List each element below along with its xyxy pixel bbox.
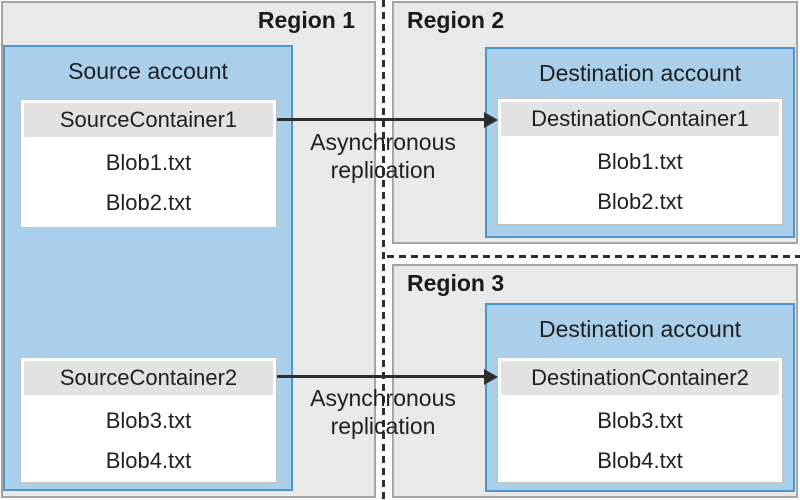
- source-container-2: SourceContainer2 Blob3.txt Blob4.txt: [20, 357, 277, 483]
- source-account-label: Source account: [68, 58, 228, 84]
- region-2-title: Region 2: [407, 7, 505, 33]
- destination-container-1-name: DestinationContainer1: [501, 102, 779, 136]
- replication-arrow-1-head: [484, 112, 498, 128]
- destination-container-1-blobs: Blob1.txt Blob2.txt: [498, 139, 782, 222]
- replication-arrow-1-line: [277, 118, 485, 121]
- replication-arrow-1-label: Asynchronous replication: [310, 129, 456, 183]
- destination-account-label: Destination account: [538, 316, 741, 342]
- source-container-2-name: SourceContainer2: [24, 361, 273, 395]
- blob-item: Blob2.txt: [105, 190, 192, 215]
- region-3-title: Region 3: [407, 270, 505, 296]
- blob-item: Blob4.txt: [105, 448, 192, 473]
- blob-item: Blob1.txt: [597, 149, 683, 174]
- region-separator-vertical-dashed-line: [382, 0, 385, 500]
- destination-container-2-name: DestinationContainer2: [501, 361, 779, 395]
- blob-item: Blob3.txt: [597, 408, 683, 433]
- source-container-1-blobs: Blob1.txt Blob2.txt: [21, 140, 276, 223]
- source-container-1: SourceContainer1 Blob1.txt Blob2.txt: [20, 99, 277, 228]
- blob-item: Blob1.txt: [105, 150, 192, 175]
- destination-container-2-blobs: Blob3.txt Blob4.txt: [498, 398, 782, 481]
- source-container-1-name: SourceContainer1: [24, 103, 273, 137]
- destination-container-2: DestinationContainer2 Blob3.txt Blob4.tx…: [497, 357, 783, 483]
- replication-arrow-2-head: [484, 369, 498, 385]
- blob-item: Blob3.txt: [105, 408, 192, 433]
- destination-account-label: Destination account: [538, 60, 741, 86]
- blob-item: Blob2.txt: [597, 189, 683, 214]
- source-container-2-blobs: Blob3.txt Blob4.txt: [21, 398, 276, 481]
- region-1-title: Region 1: [257, 7, 355, 33]
- region-separator-horizontal-dashed-line: [387, 255, 800, 258]
- destination-container-1: DestinationContainer1 Blob1.txt Blob2.tx…: [497, 98, 783, 225]
- replication-arrow-2-label: Asynchronous replication: [310, 385, 456, 439]
- blob-item: Blob4.txt: [597, 448, 683, 473]
- replication-arrow-2-line: [277, 375, 485, 378]
